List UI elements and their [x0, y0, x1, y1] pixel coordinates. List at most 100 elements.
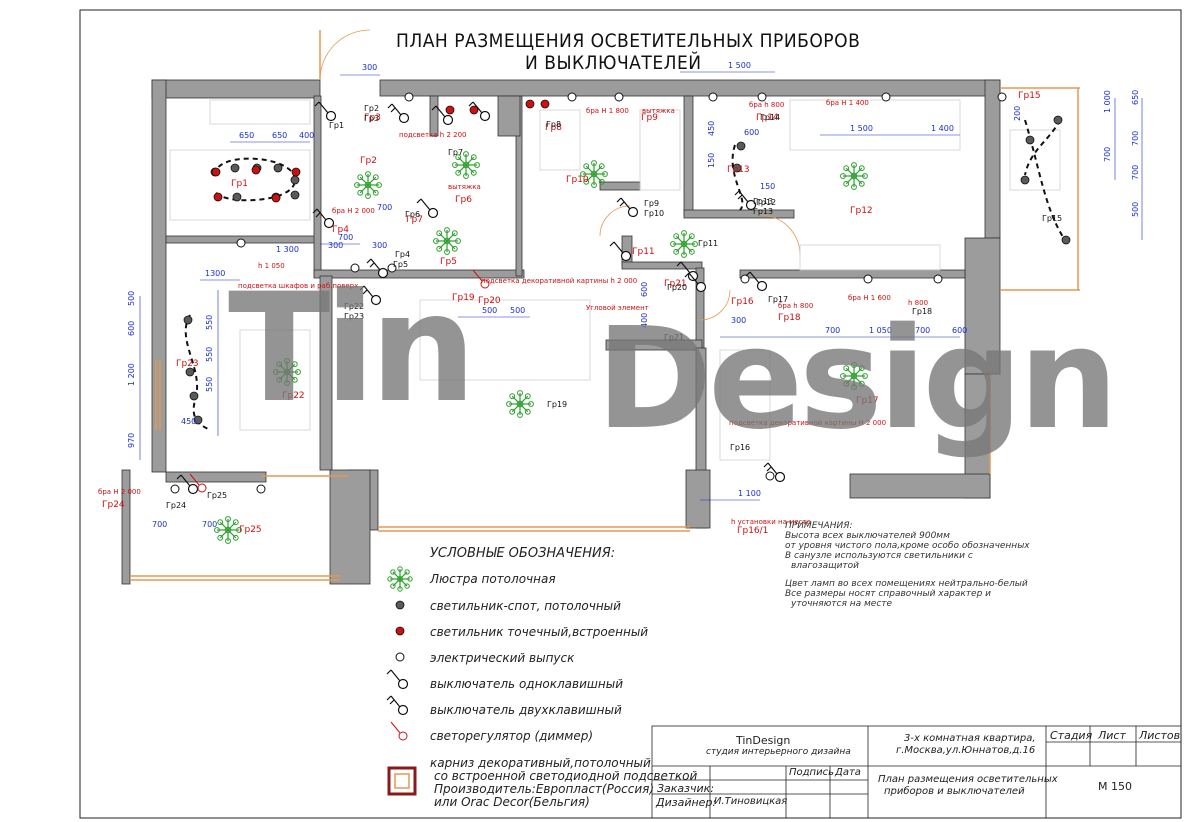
- dimension-label: 450: [181, 417, 196, 426]
- group-label: Гр12: [756, 198, 776, 207]
- spot-dark-icon: [290, 175, 300, 185]
- watermark-tin: Tin: [228, 262, 477, 436]
- switch-single-icon: [468, 101, 491, 122]
- switch-single-icon: [676, 261, 699, 282]
- dimension-label: 1 300: [276, 245, 299, 254]
- spot-red-icon: [540, 99, 550, 109]
- group-label: Гр19: [452, 293, 475, 303]
- dimension-label: 650: [239, 131, 254, 140]
- group-label: Гр10: [566, 175, 589, 185]
- spot-red-icon: [271, 193, 281, 203]
- spot-dark-icon: [395, 600, 405, 610]
- group-label: Гр18: [912, 307, 932, 316]
- legend-icons: [386, 566, 417, 796]
- spot-dark-icon: [232, 192, 242, 202]
- dimension-label: 600: [952, 326, 967, 335]
- annotation-label: h установки на месте: [731, 518, 811, 526]
- notes-line: от уровня чистого пола,кроме особо обозн…: [785, 541, 1030, 551]
- dimension-label: 650: [1131, 90, 1140, 105]
- chandelier-icon: [670, 230, 698, 258]
- outlet-icon: [614, 92, 624, 102]
- tb-designer: Дизайнер:: [656, 796, 717, 809]
- outlet-icon: [757, 92, 767, 102]
- group-label: Гр2: [364, 104, 379, 113]
- chandelier-icon: [354, 171, 382, 199]
- dimension-label: 1 200: [127, 363, 136, 386]
- dimension-label: 300: [362, 63, 377, 72]
- windows: [130, 30, 1080, 581]
- switch-single-icon: [176, 474, 199, 495]
- legend-outlet-label: электрический выпуск: [430, 651, 575, 665]
- switch-double-icon: [616, 197, 639, 218]
- chandelier-icon: [452, 151, 480, 179]
- switch-double-icon: [359, 285, 382, 306]
- group-label: Гр14: [756, 113, 779, 123]
- group-label: Гр14: [760, 113, 780, 122]
- dimension-label: 500: [1131, 202, 1140, 217]
- annotation-label: подсветка декоративной картины h 2 000: [481, 277, 637, 285]
- spot-red-icon: [445, 105, 455, 115]
- notes-line: Все размеры носят справочный характер и: [785, 589, 991, 599]
- spot-red-icon: [211, 167, 221, 177]
- group-label: Гр19: [547, 400, 567, 409]
- group-label: Гр15: [1042, 214, 1062, 223]
- annotation-label: бра h 800: [749, 101, 784, 109]
- group-label: Гр3: [364, 114, 379, 123]
- legend-dimmer-label: светорегулятор (диммер): [430, 729, 594, 743]
- outlet-icon: [387, 263, 397, 273]
- group-label: Гр21: [664, 333, 684, 342]
- spot-dark-icon: [736, 141, 746, 151]
- outlet-icon: [997, 92, 1007, 102]
- spot-red-icon: [291, 167, 301, 177]
- spot-red-icon: [469, 105, 479, 115]
- group-label: Гр20: [478, 296, 501, 306]
- spot-dark-icon: [1053, 115, 1063, 125]
- switch-single-icon: [745, 271, 768, 292]
- outlet-icon: [881, 92, 891, 102]
- legend-title: УСЛОВНЫЕ ОБОЗНАЧЕНИЯ:: [430, 546, 616, 561]
- notes-line: Высота всех выключателей 900мм: [785, 531, 950, 541]
- spot-dark-icon: [193, 415, 203, 425]
- switch-double-icon: [386, 695, 409, 716]
- legend-chandelier-label: Люстра потолочная: [430, 572, 556, 586]
- outlet-icon: [933, 274, 943, 284]
- annotation-label: бра h 800: [778, 302, 813, 310]
- chandelier-icon: [273, 358, 301, 386]
- tb-sheets: Листов: [1139, 729, 1181, 742]
- group-label: Гр13: [753, 197, 773, 206]
- group-label: Гр16/1: [737, 526, 768, 536]
- outlet-icon: [236, 238, 246, 248]
- dimension-label: 700: [377, 203, 392, 212]
- spot-red-icon: [213, 192, 223, 202]
- tb-scale: М 150: [1098, 780, 1132, 793]
- outlet-icon: [708, 92, 718, 102]
- chandelier-icon: [506, 390, 534, 418]
- annotation-label: вытяжка: [448, 183, 481, 191]
- furniture: [169, 99, 1061, 461]
- dimension-label: 1300: [205, 269, 225, 278]
- dimension-label: 150: [760, 182, 775, 191]
- tb-sheet: Лист: [1098, 729, 1126, 742]
- spot-dark-icon: [230, 163, 240, 173]
- dimension-label: 200: [1013, 106, 1022, 121]
- tb-project-line2: г.Москва,ул.Юннатов,д.16: [896, 745, 1036, 756]
- labels-layer: Гр1Гр2Гр3Гр4Гр5Гр6Гр7Гр8Гр9Гр10Гр11Гр12Г…: [98, 91, 1062, 536]
- switch-double-icon: [763, 462, 786, 483]
- group-label: Гр7: [448, 148, 463, 157]
- group-label: Гр21: [664, 279, 687, 289]
- legend-switch-single-label: выключатель одноклавишный: [430, 677, 624, 691]
- legend-cornice-line4: или Orac Decor(Бельгия): [434, 795, 590, 809]
- notes-line: В санузле используются светильники с: [785, 551, 973, 561]
- switch-double-icon: [366, 258, 389, 279]
- group-label: Гр25: [239, 525, 262, 535]
- tb-date: Дата: [835, 767, 861, 778]
- chandelier-icon: [840, 362, 868, 390]
- legend-spot-dark-label: светильник-спот, потолочный: [430, 599, 621, 613]
- group-label: Гр4: [332, 225, 349, 235]
- legend-cornice-line3: Производитель:Европласт(Россия): [434, 782, 655, 796]
- page-title: ПЛАН РАЗМЕЩЕНИЯ ОСВЕТИТЕЛЬНЫХ ПРИБОРОВ: [396, 30, 861, 52]
- group-label: Гр10: [644, 209, 664, 218]
- switch-single-icon: [431, 105, 454, 126]
